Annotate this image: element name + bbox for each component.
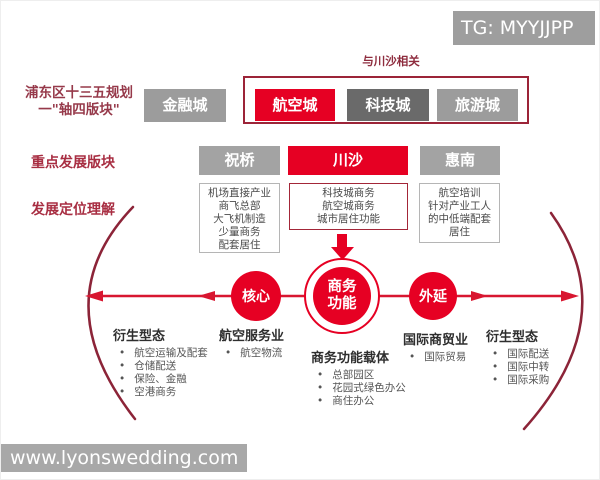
category-list: 国际配送 国际中转 国际采购 bbox=[486, 348, 549, 386]
category-aviation-services: 航空服务业 航空物流 bbox=[219, 325, 284, 360]
detail-line: 航空城商务 bbox=[322, 200, 375, 212]
list-item: 航空运输及配套 bbox=[119, 347, 208, 359]
business-function-circle: 商务 功能 bbox=[313, 267, 371, 325]
list-item: 保险、金融 bbox=[119, 373, 208, 385]
list-item: 国际中转 bbox=[492, 361, 549, 373]
category-title: 衍生型态 bbox=[486, 330, 539, 345]
huinan-detail-box: 航空培训 针对产业工人 的中低端配套 居住 bbox=[419, 183, 500, 243]
category-list: 国际贸易 bbox=[403, 351, 468, 363]
detail-line: 城市居住功能 bbox=[317, 213, 380, 225]
zhuqiao-detail-box: 机场直接产业 商飞总部 大飞机制造 少量商务 配套居住 bbox=[199, 183, 280, 253]
right-ellipse-arc bbox=[522, 211, 584, 431]
detail-line: 居住 bbox=[449, 226, 470, 238]
category-derived-left: 衍生型态 航空运输及配套 仓储配送 保险、金融 空港商务 bbox=[113, 325, 208, 399]
list-item: 航空物流 bbox=[225, 347, 284, 359]
category-list: 总部园区 花园式绿色办公 商住办公 bbox=[311, 369, 406, 407]
plan-label-line1: 浦东区十三五规划 bbox=[25, 85, 133, 101]
arrowhead-left-mid-icon bbox=[198, 291, 215, 301]
extension-circle: 外延 bbox=[409, 272, 457, 320]
aviation-city-box: 航空城 bbox=[255, 89, 335, 121]
detail-line: 的中低端配套 bbox=[428, 213, 491, 225]
tech-city-box: 科技城 bbox=[347, 89, 429, 121]
footer-url-bar: www.lyonswedding.com bbox=[1, 444, 247, 472]
detail-line: 机场直接产业 bbox=[208, 187, 271, 199]
arrowhead-left-end-icon bbox=[85, 290, 103, 302]
center-label-line1: 商务 bbox=[327, 279, 357, 295]
huinan-box: 惠南 bbox=[420, 146, 500, 175]
category-business-carriers: 商务功能载体 总部园区 花园式绿色办公 商住办公 bbox=[311, 347, 406, 408]
category-title: 国际商贸业 bbox=[403, 333, 469, 348]
zhuqiao-box: 祝桥 bbox=[199, 146, 280, 175]
list-item: 国际贸易 bbox=[409, 351, 468, 363]
detail-line: 航空培训 bbox=[438, 187, 481, 199]
arrowhead-right-mid-icon bbox=[471, 291, 488, 301]
finance-city-box: 金融城 bbox=[144, 89, 226, 122]
section-label-key-blocks: 重点发展版块 bbox=[31, 155, 115, 171]
section-label-plan: 浦东区十三五规划 一"轴四版块" bbox=[9, 85, 149, 119]
list-item: 国际采购 bbox=[492, 374, 549, 386]
related-label: 与川沙相关 bbox=[362, 54, 420, 68]
section-label-positioning: 发展定位理解 bbox=[31, 202, 115, 218]
category-title: 商务功能载体 bbox=[311, 351, 390, 366]
category-list: 航空运输及配套 仓储配送 保险、金融 空港商务 bbox=[113, 347, 208, 398]
tourism-city-box: 旅游城 bbox=[437, 89, 518, 121]
category-derived-right: 衍生型态 国际配送 国际中转 国际采购 bbox=[486, 326, 549, 387]
arrowhead-right-end-icon bbox=[561, 290, 579, 302]
detail-line: 大飞机制造 bbox=[213, 213, 266, 225]
list-item: 仓储配送 bbox=[119, 360, 208, 372]
chuansha-detail-box: 科技城商务 航空城商务 城市居住功能 bbox=[289, 183, 408, 230]
detail-line: 针对产业工人 bbox=[428, 200, 491, 212]
list-item: 空港商务 bbox=[119, 386, 208, 398]
chuansha-box: 川沙 bbox=[288, 146, 408, 175]
detail-line: 科技城商务 bbox=[322, 187, 375, 199]
detail-line: 配套居住 bbox=[218, 239, 261, 251]
category-title: 航空服务业 bbox=[219, 329, 285, 344]
list-item: 总部园区 bbox=[317, 369, 406, 381]
core-circle: 核心 bbox=[231, 271, 281, 321]
list-item: 国际配送 bbox=[492, 348, 549, 360]
watermark-tag: TG: MYYJJPP bbox=[453, 11, 595, 45]
down-arrow-shaft bbox=[337, 234, 347, 248]
category-intl-trade: 国际商贸业 国际贸易 bbox=[403, 329, 468, 364]
detail-line: 少量商务 bbox=[218, 226, 261, 238]
business-function-ring: 商务 功能 bbox=[304, 258, 380, 334]
list-item: 商住办公 bbox=[317, 395, 406, 407]
center-label-line2: 功能 bbox=[327, 296, 357, 312]
category-title: 衍生型态 bbox=[113, 329, 166, 344]
plan-label-line2: 一"轴四版块" bbox=[38, 102, 120, 118]
detail-line: 商飞总部 bbox=[218, 200, 261, 212]
list-item: 花园式绿色办公 bbox=[317, 382, 406, 394]
category-list: 航空物流 bbox=[219, 347, 284, 359]
